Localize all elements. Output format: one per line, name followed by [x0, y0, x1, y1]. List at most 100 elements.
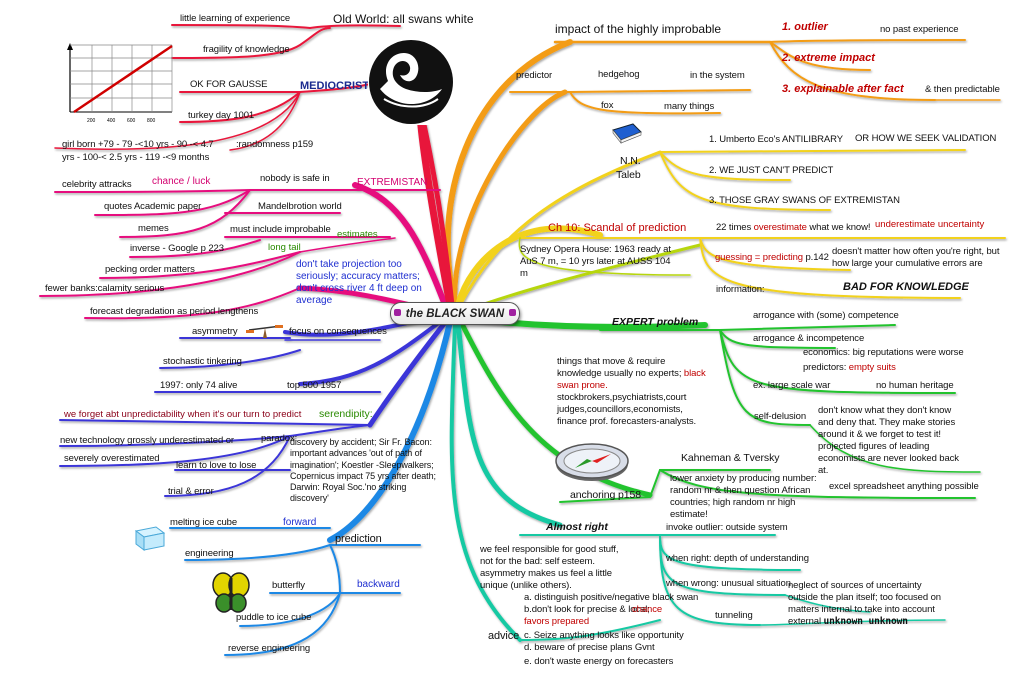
things-that-move-note: things that move & require knowledge usu…	[557, 356, 706, 427]
turkey-day: turkey day 1001	[188, 110, 255, 121]
advice-b: b.don't look for precise & local;	[524, 604, 650, 615]
validation-note: OR HOW WE SEEK VALIDATION	[855, 133, 997, 144]
advice-a: a. distinguish positive/negative black s…	[524, 592, 699, 603]
bad-for-knowledge: BAD FOR KNOWLEDGE	[843, 281, 969, 293]
melting-ice-cube: melting ice cube	[170, 517, 238, 528]
advice-d: d. beware of precise plans Gvnt	[524, 642, 655, 653]
old-world-item-1: little learning of experience	[180, 13, 291, 24]
serendipity-label: serendipity:	[319, 408, 373, 420]
kahneman-tversky: Kahneman & Tversky	[681, 452, 780, 464]
responsible-note: we feel responsible for good stuff, not …	[480, 544, 619, 591]
underestimate-uncertainty: underestimate uncertainty	[875, 219, 985, 230]
backward-label: backward	[357, 579, 400, 590]
excel-spreadsheet: excel spreadsheet anything possible	[829, 481, 979, 492]
explainable-title: 3. explainable after fact	[782, 83, 904, 95]
new-technology: new technology grossly underestimated or	[60, 435, 234, 446]
anchoring-label: anchoring p158	[570, 489, 641, 501]
chart-tick-label: 400	[107, 118, 116, 124]
hedgehog-note: in the system	[690, 70, 745, 81]
mandelbrot-world: Mandelbrotion world	[258, 201, 342, 212]
cumulative-errors-note: doesn't matter how often you're right, b…	[832, 246, 1000, 269]
economics-note: economics: big reputations were worse	[803, 347, 964, 358]
chart-tick-label: 600	[127, 118, 136, 124]
scale-icon	[246, 325, 283, 338]
author-name-2: Taleb	[616, 169, 641, 181]
ice-cube-icon	[134, 526, 166, 551]
compass-icon	[555, 443, 629, 481]
kt-note: lower anxiety by producing number: rando…	[670, 473, 817, 520]
large-scale-war: ex. large scale war	[753, 380, 831, 391]
outlier-note: no past experience	[880, 24, 959, 35]
predictor-label: predictor	[516, 70, 553, 81]
old-world-label: Old World: all swans white	[333, 12, 474, 26]
center-right-cap	[509, 309, 516, 316]
expert-problem-label: EXPERT problem	[612, 316, 699, 328]
arrogance-incompetence: arrogance & incompetence	[753, 333, 865, 344]
inverse-google: inverse - Google p 223	[130, 243, 224, 254]
opera-house-note: Sydney Opera House: 1963 ready at AuS 7 …	[520, 244, 671, 279]
asymmetry-label: asymmetry	[192, 326, 238, 337]
central-topic-label: the BLACK SWAN	[405, 307, 505, 320]
advice-e: e. don't waste energy on forecasters	[524, 656, 674, 667]
dont-know-note: don't know what they don't know and deny…	[818, 405, 959, 476]
randomness-page: :randomness p159	[236, 139, 314, 150]
butterfly: butterfly	[272, 580, 305, 591]
ok-for-gausse: OK FOR GAUSSE	[190, 79, 268, 90]
extreme-impact-title: 2. extreme impact	[782, 52, 875, 64]
girl-facts-line-1: girl born +79 - 79 -<10 yrs - 90 -< 4.7	[62, 139, 214, 150]
chart-tick-label: 800	[147, 118, 156, 124]
ninety-seven-alive: 1997: only 74 alive	[160, 380, 238, 391]
stochastic-tinkering: stochastic tinkering	[163, 356, 242, 367]
unknown-unknown: unknown unknown	[823, 616, 908, 627]
we-forget-note: we forget abt unpredictability when it's…	[64, 409, 302, 420]
predictors-note: predictors: empty suits	[803, 362, 896, 373]
when-wrong: when wrong: unusual situation	[666, 578, 791, 589]
information-label: information:	[716, 284, 765, 295]
chance-luck: chance / luck	[152, 176, 211, 187]
book-icon	[612, 123, 642, 144]
black-swan-prone: black swan prone.	[557, 368, 706, 391]
forward-label: forward	[283, 517, 317, 528]
fox: fox	[601, 100, 614, 111]
outlier-title: 1. outlier	[782, 21, 828, 33]
almost-right-label: Almost right	[546, 521, 608, 533]
chart-tick-label: 200	[87, 118, 96, 124]
top-500-label: top 500 1957	[287, 380, 342, 391]
severely-overestimated: severely overestimated	[64, 453, 160, 464]
guessing-line: guessing = predicting p.142	[715, 252, 829, 263]
puddle-to-ice-cube: puddle to ice cube	[236, 612, 312, 623]
paradox-label: paradox:	[261, 433, 298, 444]
when-right: when right: depth of understanding	[666, 553, 809, 564]
extremistan-label: EXTREMISTAN	[357, 177, 428, 188]
mediocristan-label: MEDIOCRISTAN	[300, 80, 385, 92]
butterfly-icon	[212, 572, 250, 613]
impact-label: impact of the highly improbable	[555, 22, 722, 36]
black-swan-logo	[368, 39, 454, 125]
engineering: engineering	[185, 548, 234, 559]
center-left-cap	[394, 309, 401, 316]
girl-facts-line-2: yrs - 100-< 2.5 yrs - 119 -<9 months	[62, 152, 210, 163]
old-world-item-2: fragility of knowledge	[203, 44, 290, 55]
guessing-predicting: guessing = predicting	[715, 252, 803, 263]
central-topic[interactable]: the BLACK SWAN	[390, 302, 520, 325]
must-include-improbable: must include improbable	[230, 224, 331, 235]
discovery-note: discovery by accident; Sir Fr. Bacon: im…	[290, 437, 436, 504]
overestimate-word: overestimate	[753, 222, 807, 233]
invoke-outlier: invoke outlier: outside system	[666, 522, 788, 533]
memes: memes	[138, 223, 169, 234]
advice-label: advice	[488, 630, 520, 642]
focus-consequences: focus on consequences	[289, 326, 387, 337]
tunneling: tunneling	[715, 610, 753, 621]
chance-favors-prepared-text: chance favors prepared	[524, 604, 663, 627]
antilibrary-item-3: 3. THOSE GRAY SWANS OF EXTREMISTAN	[709, 195, 900, 206]
scandal-label: Ch 10: Scandal of prediction	[548, 222, 687, 234]
estimates-label: estimates	[337, 229, 378, 240]
explainable-note: & then predictable	[925, 84, 1000, 95]
long-tail-label: long tail	[268, 242, 301, 253]
forecast-degradation: forecast degradation as period lengthens	[90, 306, 259, 317]
nobody-safe: nobody is safe in	[260, 173, 330, 184]
pecking-order: pecking order matters	[105, 264, 195, 275]
no-human-heritage: no human heritage	[876, 380, 954, 391]
fewer-banks: fewer banks:calamity serious	[45, 283, 165, 294]
